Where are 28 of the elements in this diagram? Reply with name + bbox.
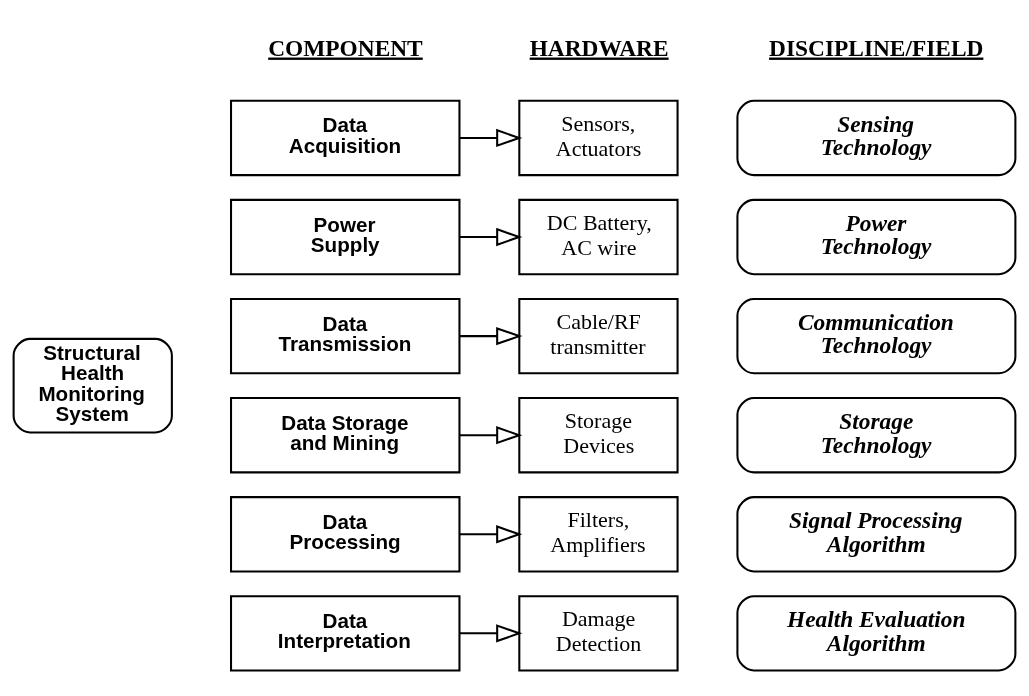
node-box: Cable/RF transmitter [518,297,679,374]
node-box: Communication Technology [736,297,1017,374]
label: COMPONENT [268,34,423,61]
arrow [459,524,523,543]
node-box: Damage Detection [518,594,679,672]
arrow [459,128,523,147]
node-box: Sensing Technology [736,99,1017,176]
node-box: Storage Devices [518,396,679,473]
node-box: Power Supply [230,198,461,275]
node-box: Filters, Amplifiers [518,495,679,572]
node-box: Health Evaluation Algorithm [736,594,1017,672]
node-box: Storage Technology [736,396,1017,473]
label: DISCIPLINE/FIELD [769,34,984,61]
node-box: Data Processing [230,495,461,572]
node-box: Power Technology [736,198,1017,275]
node-box: Sensors, Actuators [518,99,679,176]
node-box: DC Battery, AC wire [518,198,679,275]
arrow [459,425,523,444]
label: HARDWARE [529,34,669,61]
node-box: Signal Processing Algorithm [736,495,1017,572]
arrow [459,326,523,345]
arrow [459,623,523,642]
node-box: Data Interpretation [230,594,461,672]
node-box: Data Storage and Mining [230,396,461,473]
node-box: Data Acquisition [230,99,461,176]
node-box: Structural Health Monitoring System [12,337,173,433]
arrow [459,227,523,246]
node-box: Data Transmission [230,297,461,374]
